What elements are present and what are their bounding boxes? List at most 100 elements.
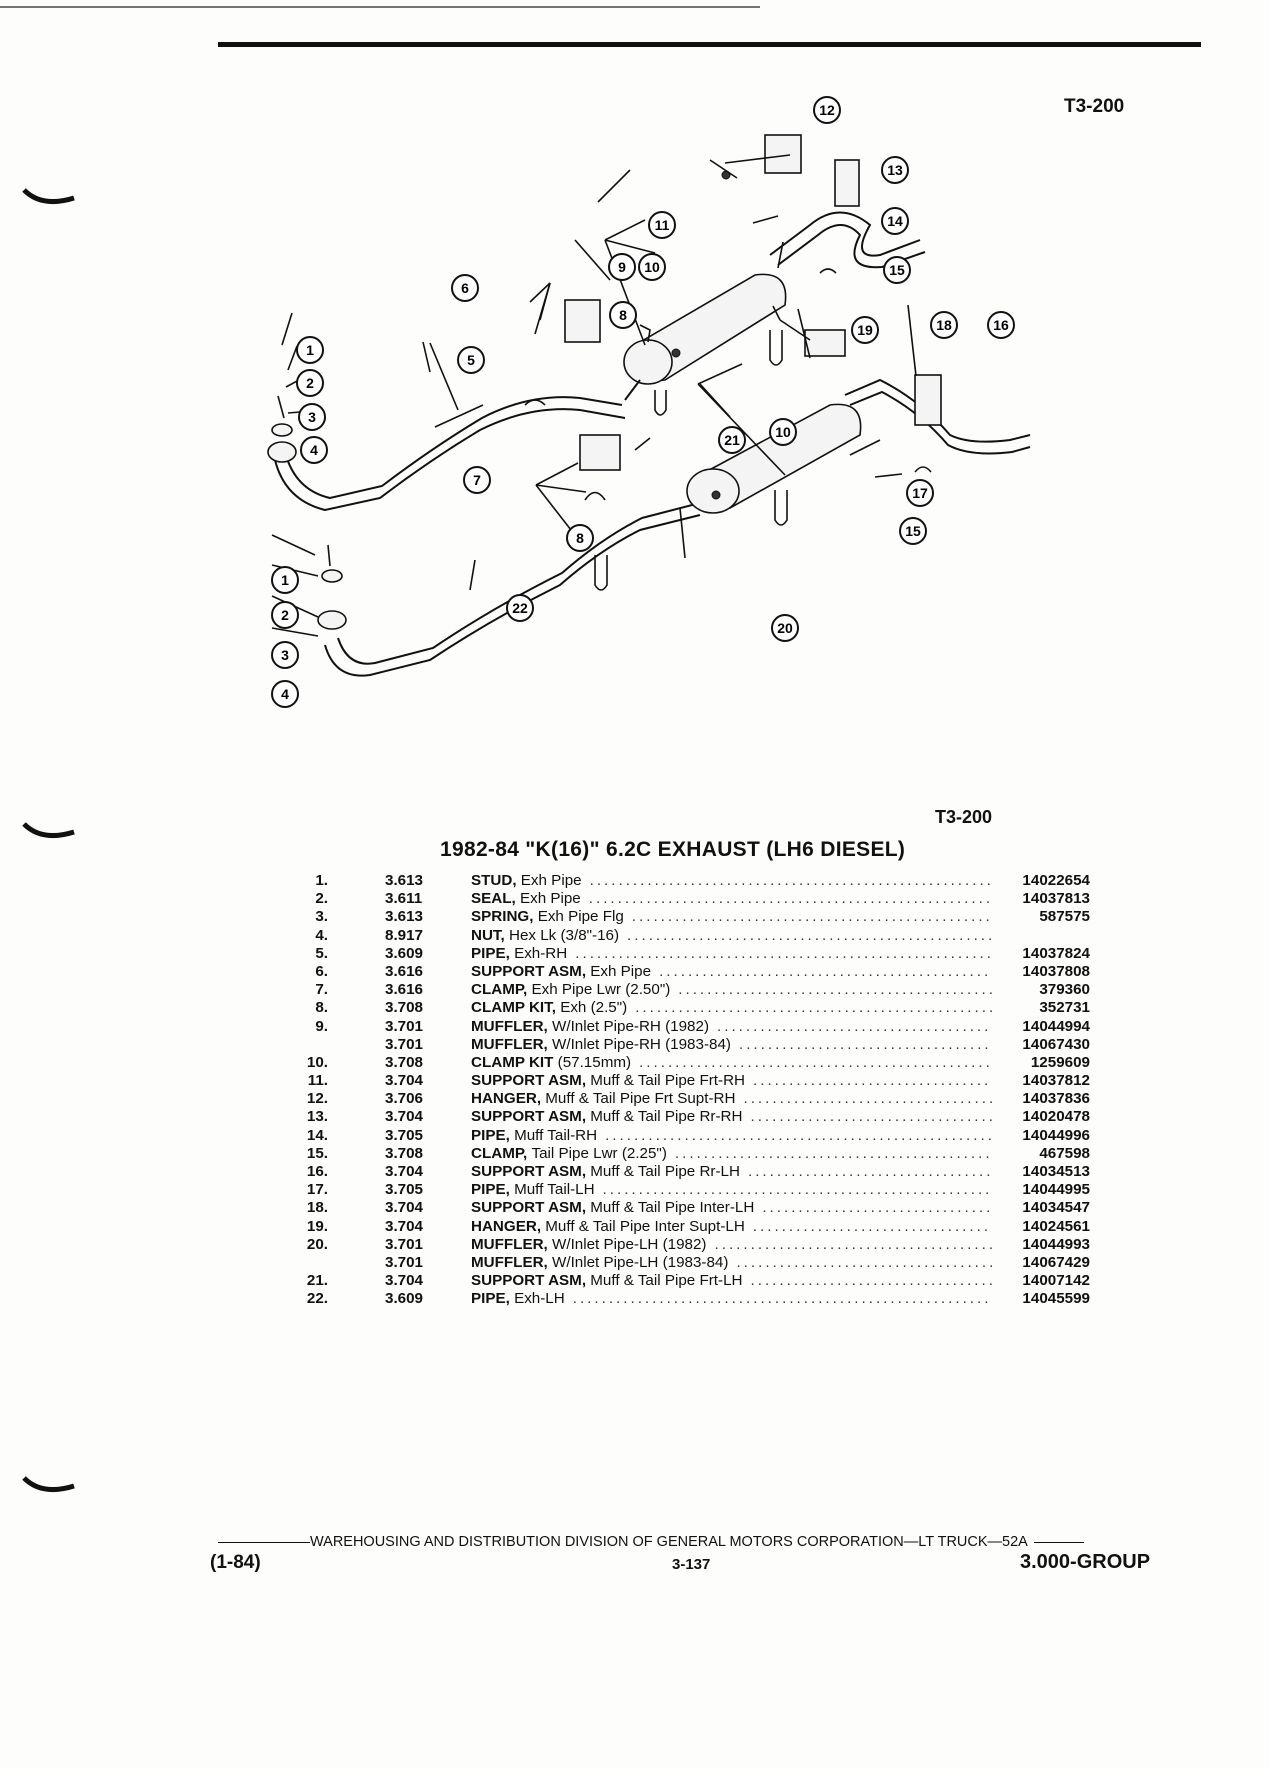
group-number: 3.704 xyxy=(385,1272,424,1290)
svg-text:18: 18 xyxy=(936,317,952,333)
callout-11: 11 xyxy=(648,211,676,239)
part-number: 14034513 xyxy=(1022,1163,1090,1180)
part-number: 587575 xyxy=(1039,908,1090,926)
part-name: CLAMP, xyxy=(471,1144,528,1162)
dot-leader: ........................................… xyxy=(678,981,992,999)
item-number: 14. xyxy=(306,1126,328,1144)
callout-21: 21 xyxy=(718,426,746,454)
item-number: 22. xyxy=(306,1290,328,1308)
svg-text:5: 5 xyxy=(467,352,475,368)
group-number: 3.701 xyxy=(385,1235,424,1253)
item-number: 1. xyxy=(315,872,328,889)
lh-inter-hanger xyxy=(804,329,846,357)
item-number: 6. xyxy=(315,962,328,980)
part-number: 14007142 xyxy=(1022,1272,1090,1290)
part-number: 14044994 xyxy=(1022,1017,1090,1035)
svg-text:12: 12 xyxy=(819,102,835,118)
part-name: HANGER, xyxy=(471,1217,542,1235)
parts-row: 6. 3.616 SUPPORT ASM, Exh Pipe............… xyxy=(290,963,1090,981)
lh-front-support xyxy=(579,434,621,471)
nut xyxy=(671,348,681,358)
dot-leader: ........................................… xyxy=(639,1053,992,1071)
group-number: 3.705 xyxy=(385,1126,424,1144)
dot-leader: ........................................… xyxy=(747,1163,992,1180)
svg-text:1: 1 xyxy=(281,572,289,588)
part-description: SUPPORT ASM, Muff & Tail Pipe Inter-LH..… xyxy=(471,1199,998,1217)
part-detail: W/Inlet Pipe-LH (1983-84) xyxy=(552,1253,729,1271)
part-detail: Muff & Tail Pipe Frt Supt-RH xyxy=(545,1090,736,1108)
lh-exhaust-pipe xyxy=(324,514,701,677)
item-number: 12. xyxy=(306,1090,328,1108)
part-number: 14022654 xyxy=(1022,872,1090,889)
part-number: 14045599 xyxy=(1022,1290,1090,1308)
item-number: 7. xyxy=(315,981,328,999)
clamp-8 xyxy=(639,324,651,343)
group-number: 3.701 xyxy=(385,1253,424,1271)
callout-4-lh: 4 xyxy=(271,680,299,708)
rh-stud xyxy=(277,395,285,419)
callout-20: 20 xyxy=(771,614,799,642)
callout-13: 13 xyxy=(881,156,909,184)
item-number: 16. xyxy=(306,1163,328,1180)
item-number: 9. xyxy=(315,1017,328,1035)
dot-leader: ........................................… xyxy=(738,1035,992,1053)
callout-18: 18 xyxy=(930,311,958,339)
figure-code: T3-200 xyxy=(1064,96,1125,117)
svg-text:10: 10 xyxy=(775,424,791,440)
item-number: 2. xyxy=(315,890,328,908)
item-number: 8. xyxy=(315,999,328,1017)
part-number: 14044996 xyxy=(1022,1126,1090,1144)
svg-text:16: 16 xyxy=(993,317,1009,333)
part-name: CLAMP, xyxy=(471,981,528,999)
part-detail: Muff Tail-LH xyxy=(514,1181,595,1199)
part-detail: Muff & Tail Pipe Rr-RH xyxy=(590,1108,743,1126)
svg-text:22: 22 xyxy=(512,600,528,616)
dot-leader: ........................................… xyxy=(717,1017,992,1035)
part-number: 14067430 xyxy=(1022,1035,1090,1053)
item-number: 15. xyxy=(306,1144,328,1162)
callout-10-lh: 10 xyxy=(769,418,797,446)
part-number: 14044993 xyxy=(1022,1235,1090,1253)
rh-exhaust-pipe xyxy=(274,408,626,512)
callout-14: 14 xyxy=(881,207,909,235)
callout-8: 8 xyxy=(609,301,637,329)
part-description: SUPPORT ASM, Exh Pipe...................… xyxy=(471,963,998,981)
part-number: 14037836 xyxy=(1022,1090,1090,1108)
part-detail: Tail Pipe Lwr (2.25") xyxy=(531,1144,667,1162)
svg-text:15: 15 xyxy=(905,523,921,539)
dot-leader: ........................................… xyxy=(714,1235,993,1253)
part-description: HANGER, Muff & Tail Pipe Frt Supt-RH....… xyxy=(471,1090,998,1108)
nut xyxy=(711,490,721,500)
group-number: 3.705 xyxy=(385,1181,424,1199)
group-number: 3.616 xyxy=(385,981,424,999)
part-name: PIPE, xyxy=(471,1126,510,1144)
u-bolt xyxy=(654,390,667,416)
group-number: 3.704 xyxy=(385,1199,424,1217)
footer-publisher-line: WAREHOUSING AND DISTRIBUTION DIVISION OF… xyxy=(218,1534,1084,1550)
binder-hole-mark xyxy=(22,188,75,205)
part-detail: Hex Lk (3/8"-16) xyxy=(508,926,620,944)
lh-tail-pipe xyxy=(844,378,1031,443)
item-number: 3. xyxy=(315,908,328,926)
svg-text:8: 8 xyxy=(619,307,627,323)
lh-seal xyxy=(321,569,343,583)
callout-22: 22 xyxy=(506,594,534,622)
group-number: 3.616 xyxy=(385,962,424,980)
part-description: SUPPORT ASM, Muff & Tail Pipe Frt-LH....… xyxy=(471,1272,998,1290)
callout-6: 6 xyxy=(451,274,479,302)
svg-text:11: 11 xyxy=(655,217,670,233)
item-number: 11. xyxy=(307,1072,328,1090)
svg-text:21: 21 xyxy=(724,432,740,448)
svg-text:10: 10 xyxy=(644,259,660,275)
group-number: 3.708 xyxy=(385,1144,424,1162)
part-name: MUFFLER, xyxy=(471,1253,548,1271)
svg-text:13: 13 xyxy=(887,162,903,178)
item-number: 18. xyxy=(306,1199,328,1217)
part-number: 14037824 xyxy=(1022,944,1090,962)
part-detail: (57.15mm) xyxy=(557,1053,632,1071)
part-description: NUT, Hex Lk (3/8"-16)...................… xyxy=(471,927,998,945)
